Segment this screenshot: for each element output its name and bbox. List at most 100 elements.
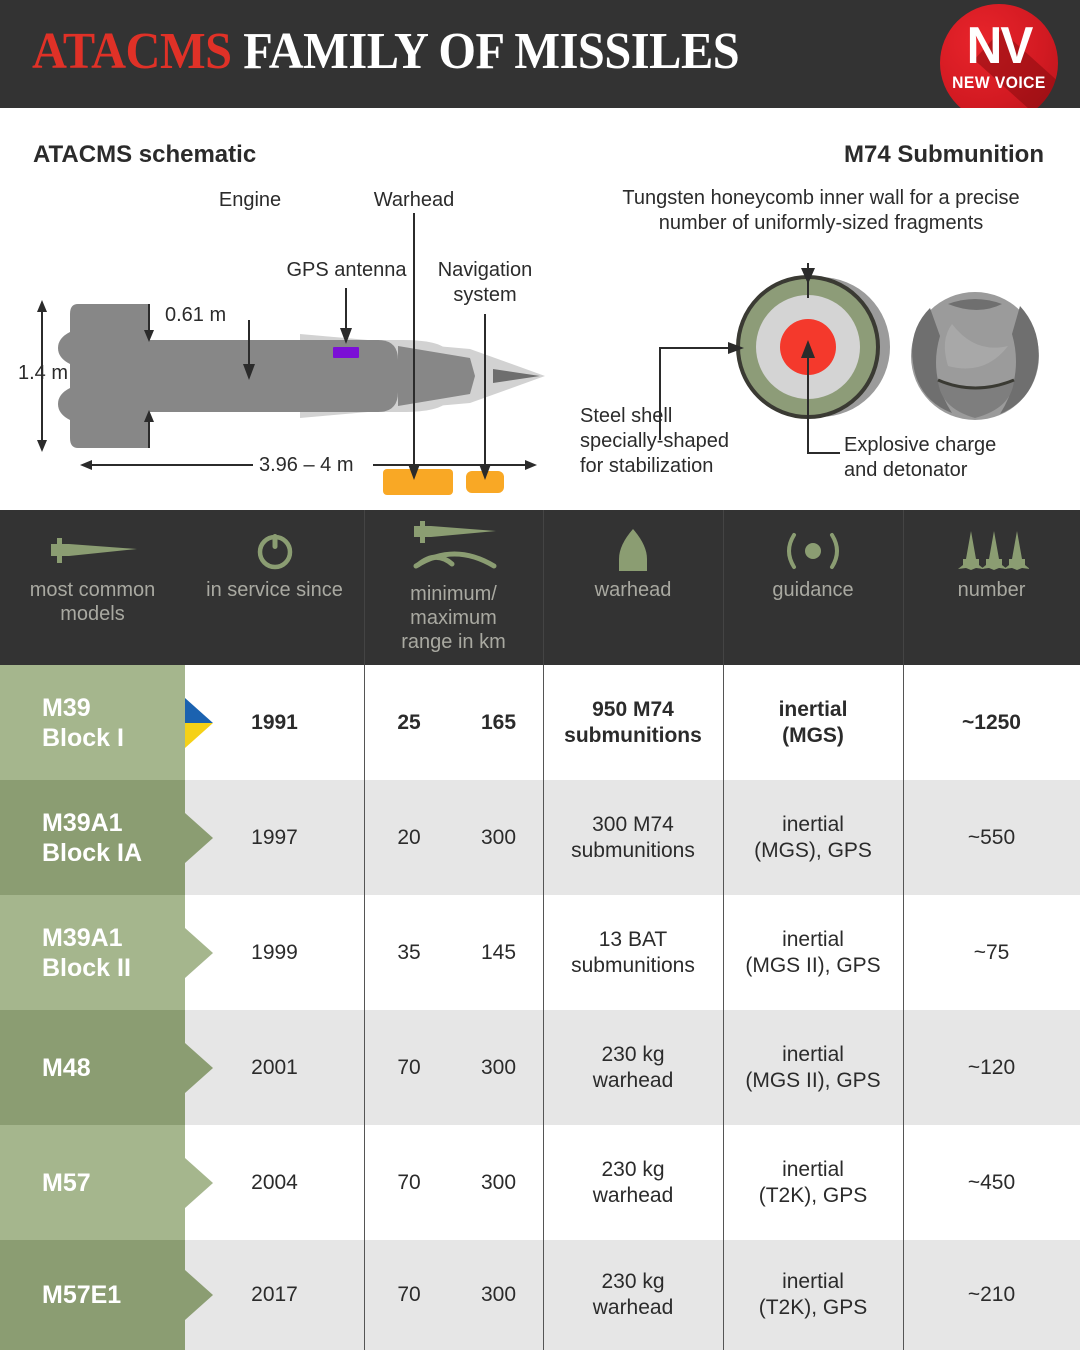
- missile-tail-fins: [58, 304, 150, 448]
- column-header-service: in service since: [185, 510, 364, 665]
- cell-divider: [364, 895, 365, 1010]
- label-height: 1.4 m: [18, 362, 69, 384]
- missile-icon: [0, 528, 185, 574]
- missile-nose-tip: [493, 369, 540, 383]
- row-arrow: [185, 1270, 213, 1320]
- model-line2: Block IA: [42, 838, 143, 867]
- cell-range-min: 70: [397, 1283, 421, 1306]
- model-line1: M57E1: [42, 1281, 122, 1309]
- three-missiles-icon: [903, 528, 1080, 574]
- cell-number: ~1250: [962, 710, 1021, 734]
- cell-warhead: 300 M74 submunitions: [543, 780, 723, 895]
- cell-guidance: inertial (MGS): [723, 665, 903, 780]
- row-model-label: M57E1: [0, 1240, 185, 1350]
- page-title-rest: FAMILY OF MISSILES: [243, 23, 740, 80]
- row-model-cell: M39 Block I: [0, 665, 185, 780]
- col-label-line1: most common: [29, 579, 156, 601]
- gps-antenna-marker: [333, 347, 359, 358]
- col-label-line1: number: [957, 579, 1026, 601]
- label-navigation-line1: Navigation: [437, 259, 533, 281]
- col-label-line1: minimum/: [410, 583, 497, 605]
- cell-range-min: 35: [397, 940, 421, 964]
- model-line1: M39: [42, 693, 91, 722]
- cell-divider: [364, 1125, 365, 1240]
- cell-divider: [364, 1240, 365, 1350]
- cell-warhead: 230 kg warhead: [543, 1240, 723, 1350]
- column-header-models: most common models: [0, 510, 185, 665]
- label-steel-line1: Steel shell: [580, 405, 673, 427]
- missile-engine-body: [118, 340, 398, 412]
- schematic-title: ATACMS schematic: [33, 141, 257, 168]
- cell-in-service: 1997: [251, 825, 298, 849]
- warhead-line2: submunitions: [571, 953, 695, 977]
- guidance-line2: (MGS II), GPS: [745, 1068, 881, 1092]
- length-dim-arrow-right: [525, 460, 537, 470]
- height-dim-arrow-bottom: [37, 440, 47, 452]
- column-header-range: minimum/ maximum range in km: [364, 510, 543, 665]
- guidance-line1: inertial: [782, 1157, 844, 1181]
- cell-range-max: 300: [480, 1055, 517, 1079]
- table-row[interactable]: M48 2001 70 300 230 kg warhead inertial …: [0, 1010, 1080, 1125]
- row-model-label: M48: [0, 1010, 185, 1125]
- row-model-cell: M48: [0, 1010, 185, 1125]
- cell-range-min: 20: [397, 825, 421, 849]
- row-model-label: M39 Block I: [0, 665, 185, 780]
- row-model-cell: M57: [0, 1125, 185, 1240]
- cell-divider: [723, 1125, 724, 1240]
- column-header-models-label: most common models: [0, 578, 185, 626]
- length-dim-arrow-left: [80, 460, 92, 470]
- navigation-block: [466, 471, 504, 493]
- guidance-line2: (MGS): [782, 723, 844, 747]
- missile-comparison-table: most common models in service since: [0, 510, 1080, 1350]
- column-header-guidance: guidance: [723, 510, 903, 665]
- schematic-graphic: [37, 213, 545, 495]
- row-model-cell: M39A1 Block II: [0, 895, 185, 1010]
- cell-range-max: 165: [480, 710, 517, 734]
- ukraine-flag-arrow: [185, 698, 213, 748]
- label-explosive: Explosive charge and detonator: [844, 433, 1074, 483]
- col-label-line2: models: [60, 603, 125, 625]
- table-row[interactable]: M57E1 2017 70 300 230 kg warhead inertia…: [0, 1240, 1080, 1350]
- submunition-graphic: [659, 263, 1039, 454]
- guidance-line2: (T2K), GPS: [758, 1296, 868, 1319]
- cell-divider: [364, 1010, 365, 1125]
- cell-warhead: 13 BAT submunitions: [543, 895, 723, 1010]
- table-row[interactable]: M57 2004 70 300 230 kg warhead inertial …: [0, 1125, 1080, 1240]
- label-tungsten-line1: Tungsten honeycomb inner wall for a prec…: [622, 187, 1020, 209]
- col-label-line1: in service since: [206, 579, 343, 601]
- header-separator: [903, 510, 904, 665]
- label-tungsten: Tungsten honeycomb inner wall for a prec…: [596, 186, 1046, 236]
- label-steel-line2: specially-shaped: [580, 430, 729, 452]
- cell-warhead: 230 kg warhead: [543, 1125, 723, 1240]
- cell-divider: [723, 1240, 724, 1350]
- new-voice-logo[interactable]: NV NEW VOICE: [940, 4, 1058, 108]
- cell-number: ~210: [967, 1283, 1016, 1306]
- cell-divider: [543, 780, 544, 895]
- label-gps-antenna: GPS antenna: [286, 259, 407, 281]
- steel-leader-arrow: [728, 342, 744, 354]
- table-row[interactable]: M39A1 Block IA 1997 20 300 300 M74 submu…: [0, 780, 1080, 895]
- col-label-line1: guidance: [772, 579, 854, 601]
- warhead-line1: 950 M74: [592, 697, 674, 721]
- missile-warhead-section: [398, 346, 475, 406]
- label-navigation-system: Navigation system: [420, 258, 550, 308]
- cell-divider: [723, 780, 724, 895]
- logo-monogram: NV: [966, 17, 1034, 75]
- table-body: M39 Block I 1991 25 165 950 M74 submunit…: [0, 665, 1080, 1350]
- cell-divider: [723, 895, 724, 1010]
- missile-trajectory-icon: [364, 521, 543, 569]
- label-engine: Engine: [218, 189, 282, 211]
- guidance-line1: inertial: [782, 812, 844, 836]
- col-label-line2: maximum: [410, 607, 497, 629]
- cell-divider: [723, 665, 724, 780]
- cell-guidance: inertial (MGS II), GPS: [723, 895, 903, 1010]
- label-diameter: 0.61 m: [165, 304, 227, 326]
- guidance-line1: inertial: [782, 1270, 844, 1293]
- table-row[interactable]: M39A1 Block II 1999 35 145 13 BAT submun…: [0, 895, 1080, 1010]
- row-model-cell: M57E1: [0, 1240, 185, 1350]
- col-label-line1: warhead: [594, 579, 672, 601]
- row-model-cell: M39A1 Block IA: [0, 780, 185, 895]
- cell-in-service: 2001: [251, 1055, 298, 1079]
- table-row[interactable]: M39 Block I 1991 25 165 950 M74 submunit…: [0, 665, 1080, 780]
- logo-wordmark: NEW VOICE: [952, 73, 1046, 92]
